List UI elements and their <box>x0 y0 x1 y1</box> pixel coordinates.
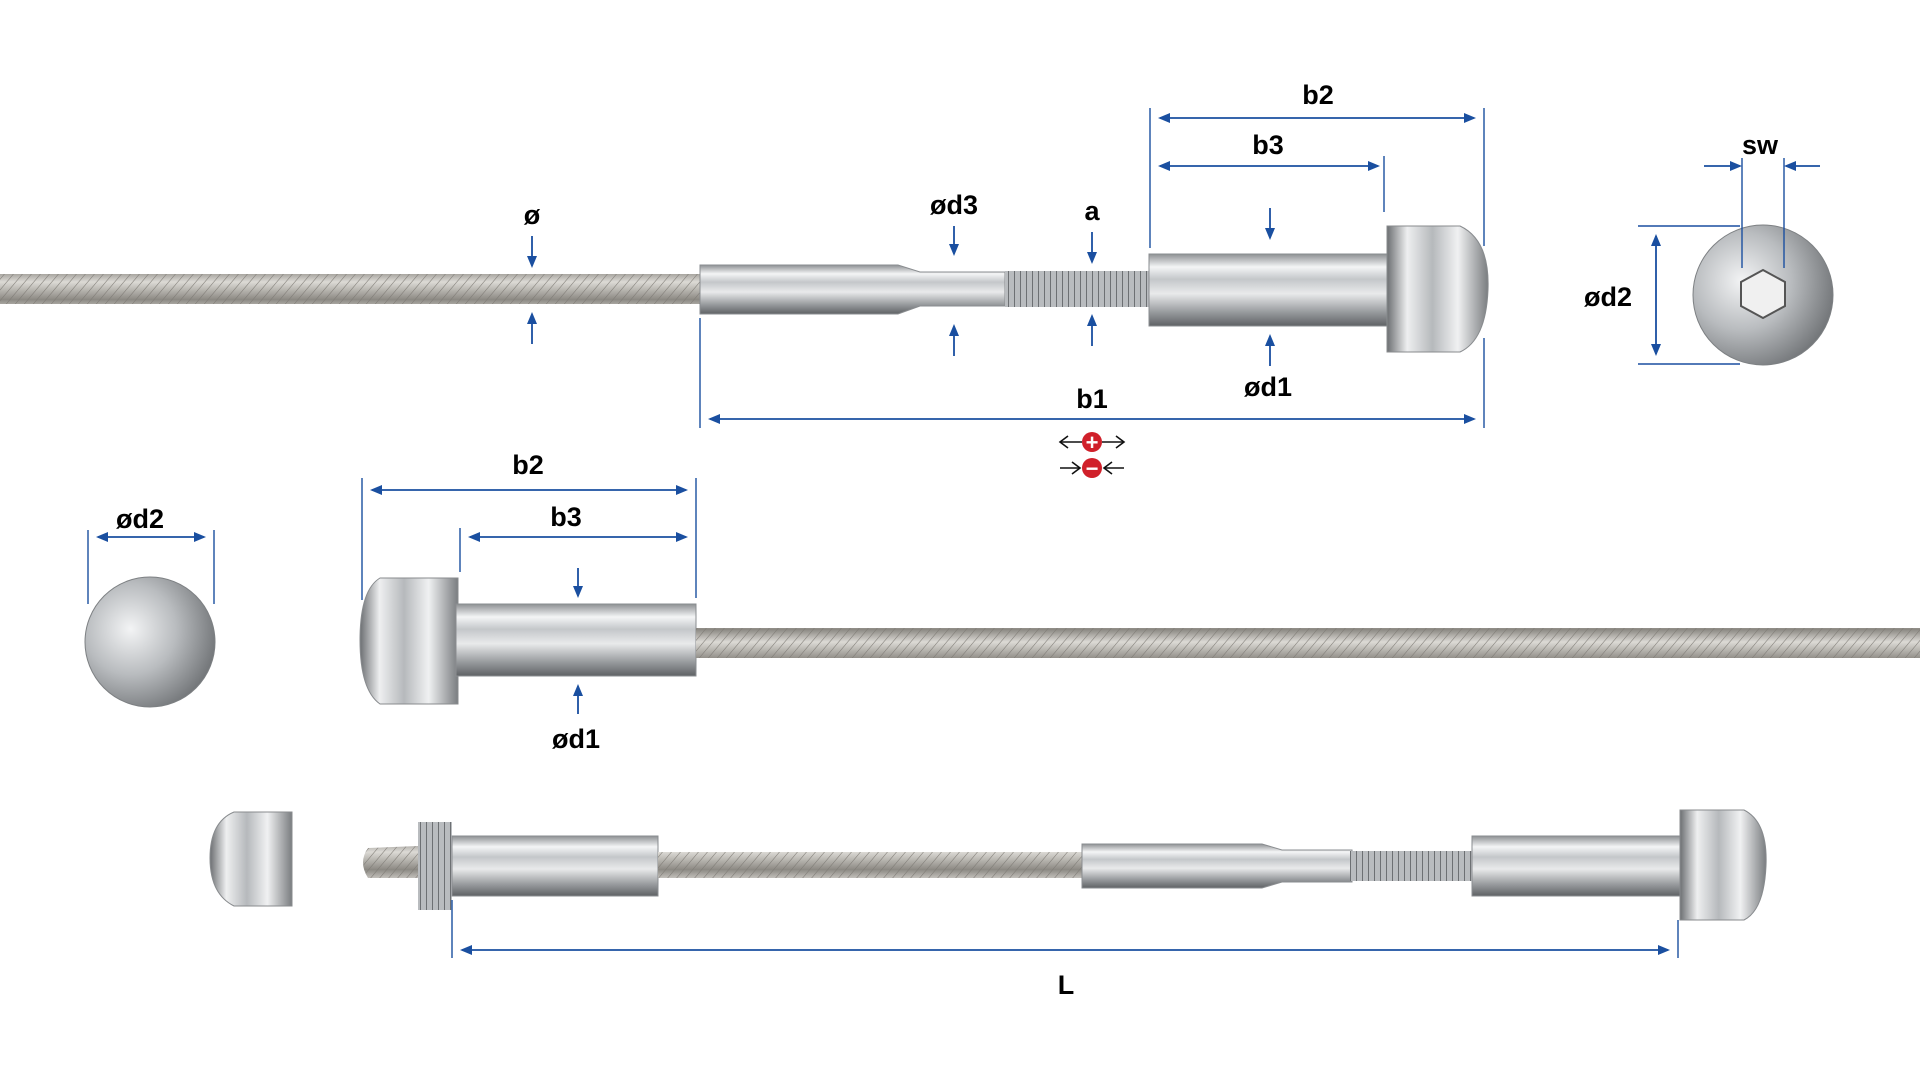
barrel-middle-marker <box>573 568 583 714</box>
bottom-assembly <box>209 809 1767 921</box>
label-b2-middle: b2 <box>512 450 544 480</box>
adjust-symbol: + − <box>1058 430 1126 481</box>
d2-right-dimension <box>1638 225 1740 365</box>
label-cable-diameter: ø <box>524 200 541 230</box>
minus-glyph: − <box>1086 456 1099 481</box>
swage-sleeve-top <box>699 264 1006 315</box>
middle-assembly <box>359 577 1920 705</box>
end-view-left <box>84 576 216 708</box>
d2-left-dimension <box>87 530 215 604</box>
label-d1-top: ød1 <box>1244 372 1292 402</box>
b2-middle-dimension <box>361 478 697 600</box>
cable-tip-bottom <box>363 846 418 878</box>
loose-cap-bottom <box>209 811 293 907</box>
diameter-arrows-cable <box>527 236 537 344</box>
L-dimension <box>451 900 1679 958</box>
barrel-middle <box>455 603 697 677</box>
d3-arrows <box>949 226 959 356</box>
label-b3-middle: b3 <box>550 502 582 532</box>
retract-symbol: − <box>1060 456 1124 481</box>
swage-sleeve-bottom <box>1081 843 1353 889</box>
top-assembly <box>0 225 1489 353</box>
label-a: a <box>1084 196 1100 226</box>
barrel-top <box>1148 253 1390 327</box>
label-sw: sw <box>1742 130 1779 160</box>
label-d2-right: ød2 <box>1584 282 1632 312</box>
hex-socket-icon <box>1740 268 1786 320</box>
label-b1: b1 <box>1076 384 1108 414</box>
cable-middle <box>696 628 1920 658</box>
label-d2-left: ød2 <box>116 504 164 534</box>
label-L: L <box>1058 970 1075 1000</box>
label-d3: ød3 <box>930 190 978 220</box>
label-b2-top: b2 <box>1302 80 1334 110</box>
plus-glyph: + <box>1086 430 1099 455</box>
barrel-bottom-right <box>1471 835 1683 897</box>
label-d1-middle: ød1 <box>552 724 600 754</box>
b1-dimension <box>699 318 1485 428</box>
a-arrows <box>1087 232 1097 346</box>
label-b3-top: b3 <box>1252 130 1284 160</box>
end-disc-left <box>84 576 216 708</box>
end-view-right <box>1692 224 1834 366</box>
barrel-bottom-left <box>451 835 659 897</box>
b2-top-dimension <box>1149 108 1485 248</box>
barrel-top-marker <box>1265 208 1275 366</box>
end-cap-top <box>1386 225 1489 353</box>
end-cap-bottom <box>1679 809 1767 921</box>
extend-symbol: + <box>1058 430 1126 455</box>
threaded-stud-bottom <box>418 822 452 910</box>
thread-rod-bottom <box>1350 851 1474 881</box>
b3-top-dimension <box>1158 156 1385 212</box>
b3-middle-dimension <box>459 528 688 572</box>
sw-dimension <box>1704 158 1820 268</box>
cable-top <box>0 274 706 304</box>
end-cap-middle <box>359 577 459 705</box>
cable-bottom <box>658 852 1084 878</box>
thread-rod-top <box>1005 271 1151 307</box>
